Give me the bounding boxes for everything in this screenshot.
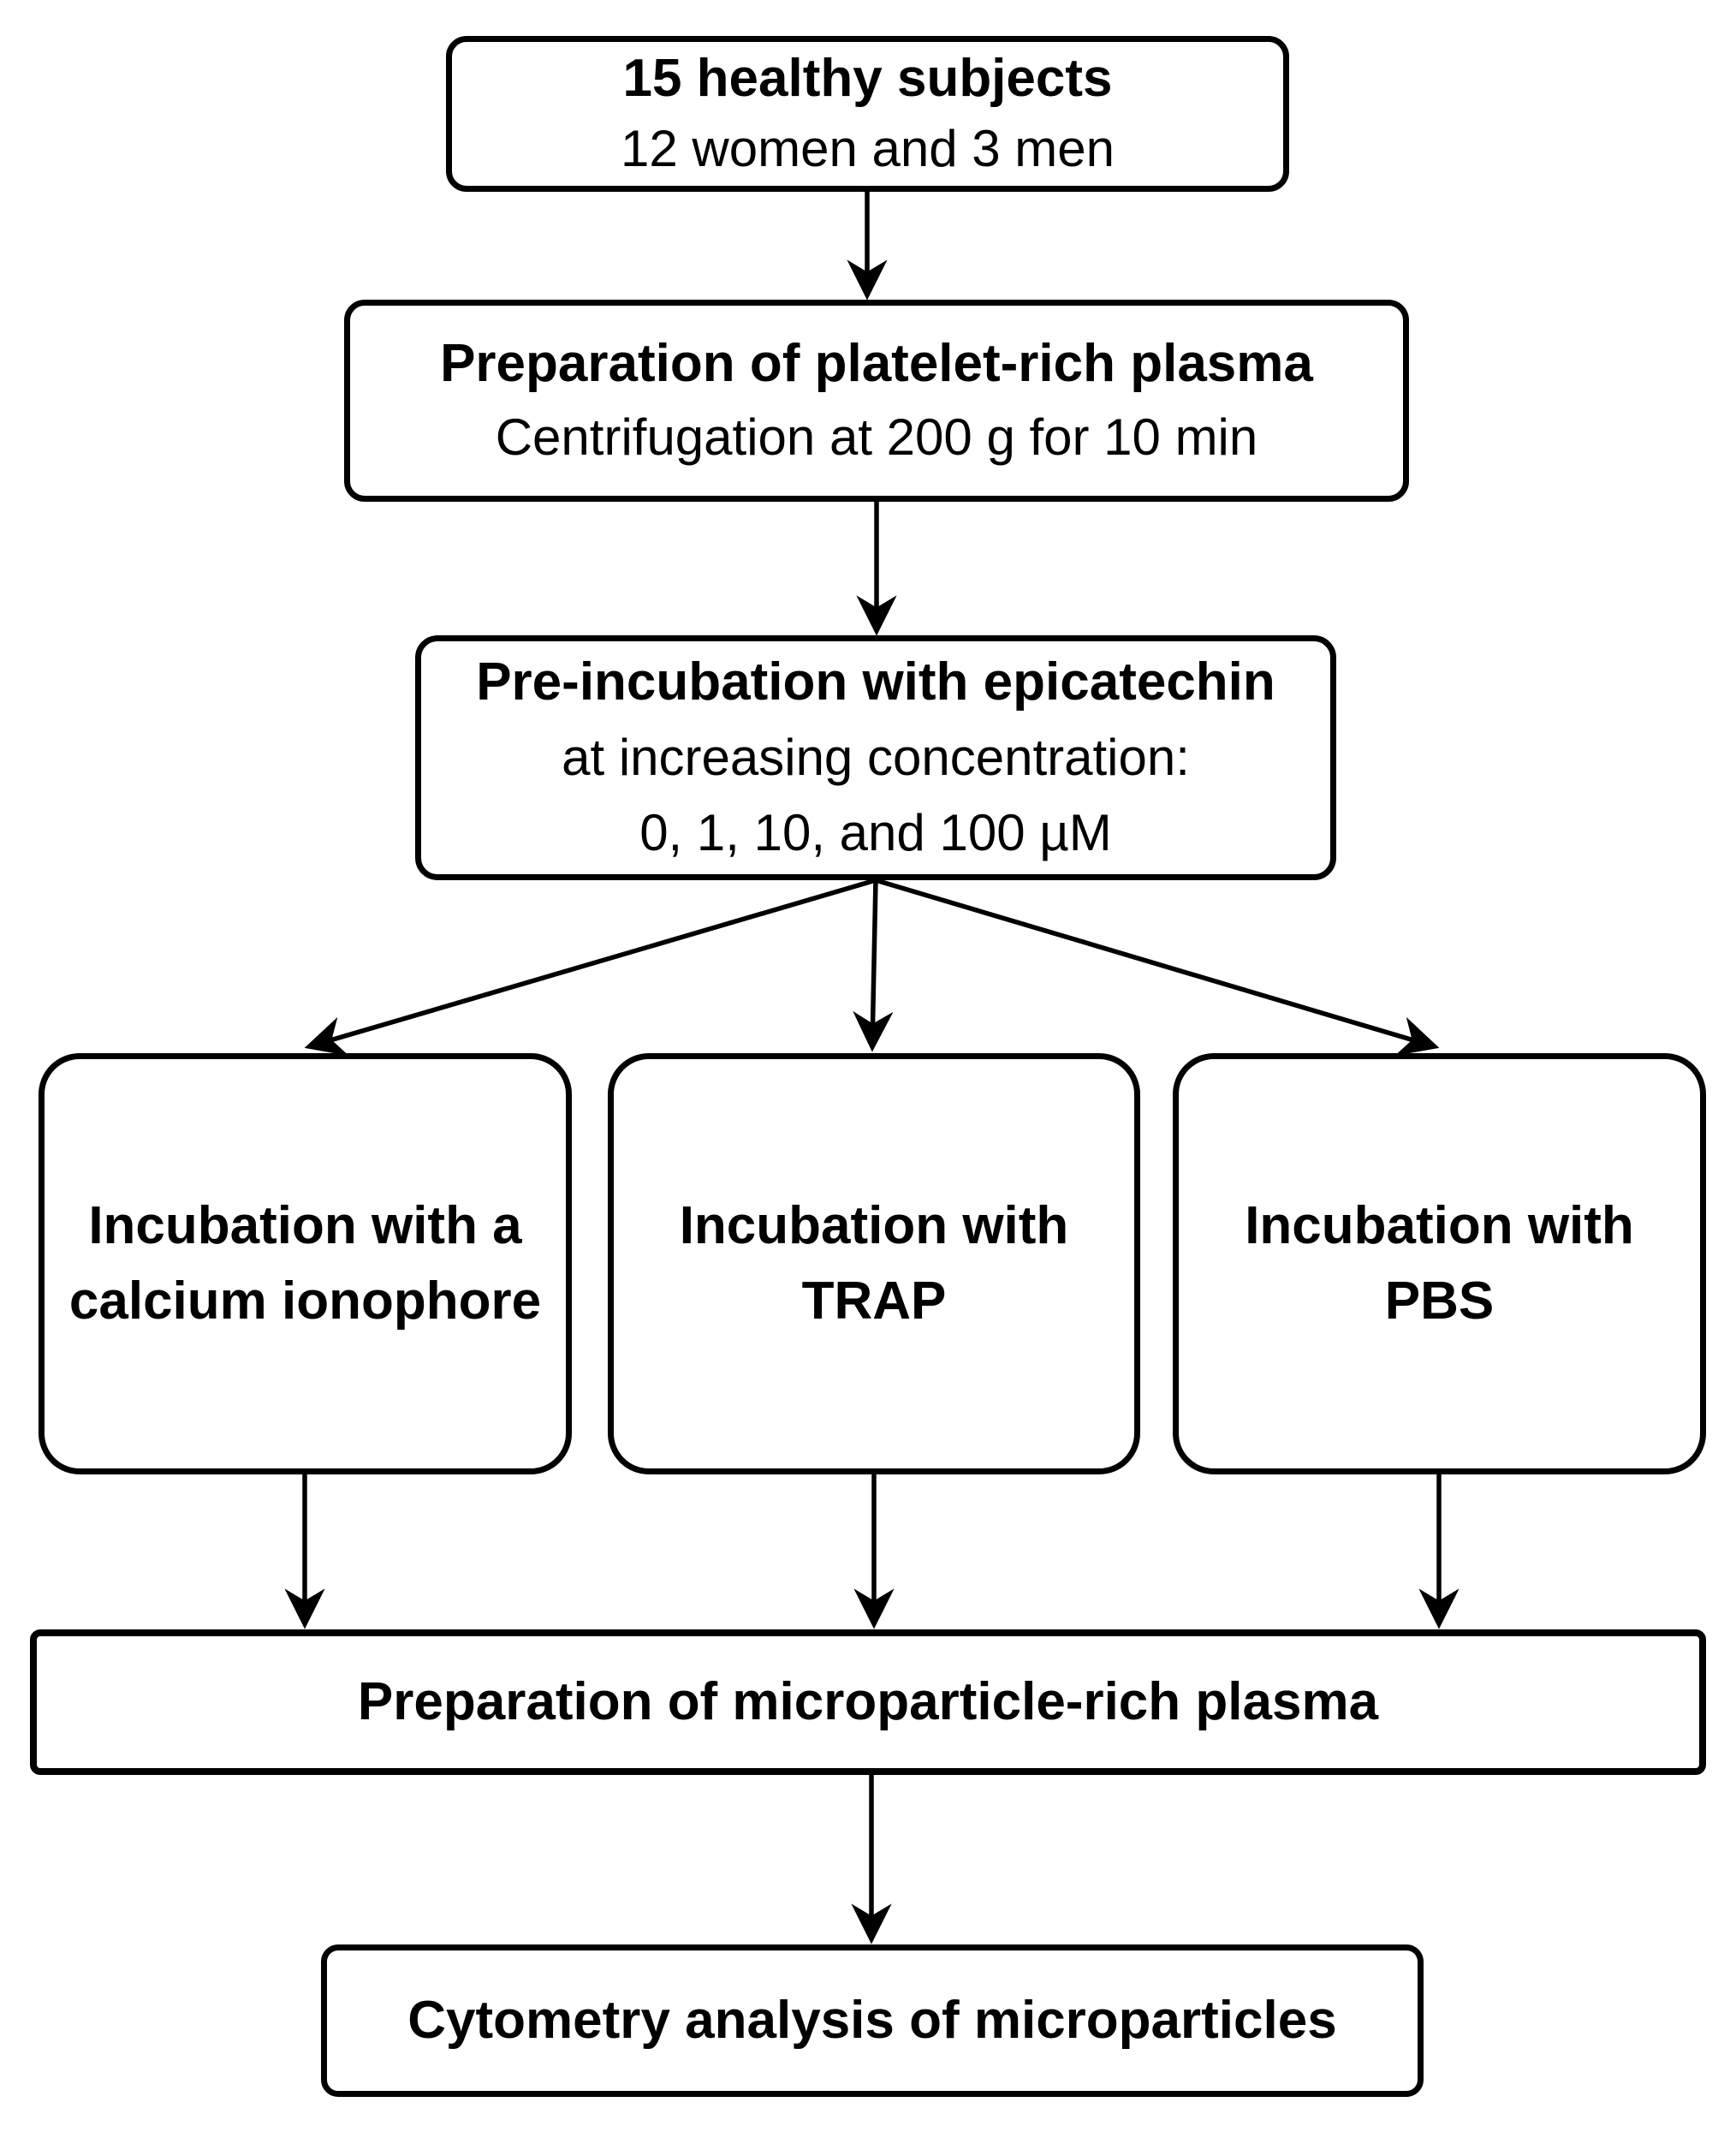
node-cytometry-analysis: Cytometry analysis of microparticles [321,1944,1424,2097]
node-cytometry-title: Cytometry analysis of microparticles [407,1991,1337,2050]
node-subjects-title: 15 healthy subjects [622,49,1113,108]
node-preincubation-title: Pre-incubation with epicatechin [476,652,1275,712]
node-ionophore-line2: calcium ionophore [68,1271,542,1331]
node-preincubation-epicatechin: Pre-incubation with epicatechin at incre… [415,635,1336,880]
arrow-preincubation-to-trap [853,879,894,1052]
node-pbs-line1: Incubation with [1245,1196,1634,1255]
arrow-preincubation-to-pbs [875,878,1440,1057]
node-subjects-subtitle: 12 women and 3 men [620,120,1115,177]
node-incubation-trap: Incubation with TRAP [608,1053,1140,1474]
node-incubation-calcium-ionophore: Incubation with a calcium ionophore [39,1053,572,1474]
node-trap-line2: TRAP [801,1271,947,1331]
node-ionophore-line1: Incubation with a [88,1196,522,1255]
node-prp-title: Preparation of platelet-rich plasma [440,334,1313,393]
node-prp-subtitle: Centrifugation at 200 g for 10 min [495,408,1258,466]
node-microparticle-rich-plasma: Preparation of microparticle-rich plasma [30,1629,1706,1775]
node-preincubation-line2: at increasing concentration: [562,729,1190,786]
node-mrp-title: Preparation of microparticle-rich plasma [357,1672,1379,1731]
node-subjects: 15 healthy subjects 12 women and 3 men [446,36,1289,192]
node-preincubation-line3: 0, 1, 10, and 100 µM [639,804,1112,861]
node-platelet-rich-plasma: Preparation of platelet-rich plasma Cent… [344,300,1409,502]
node-incubation-pbs: Incubation with PBS [1173,1053,1706,1474]
node-pbs-line2: PBS [1384,1271,1495,1331]
node-trap-line1: Incubation with [679,1196,1069,1255]
arrow-preincubation-to-ionophore [304,878,877,1057]
